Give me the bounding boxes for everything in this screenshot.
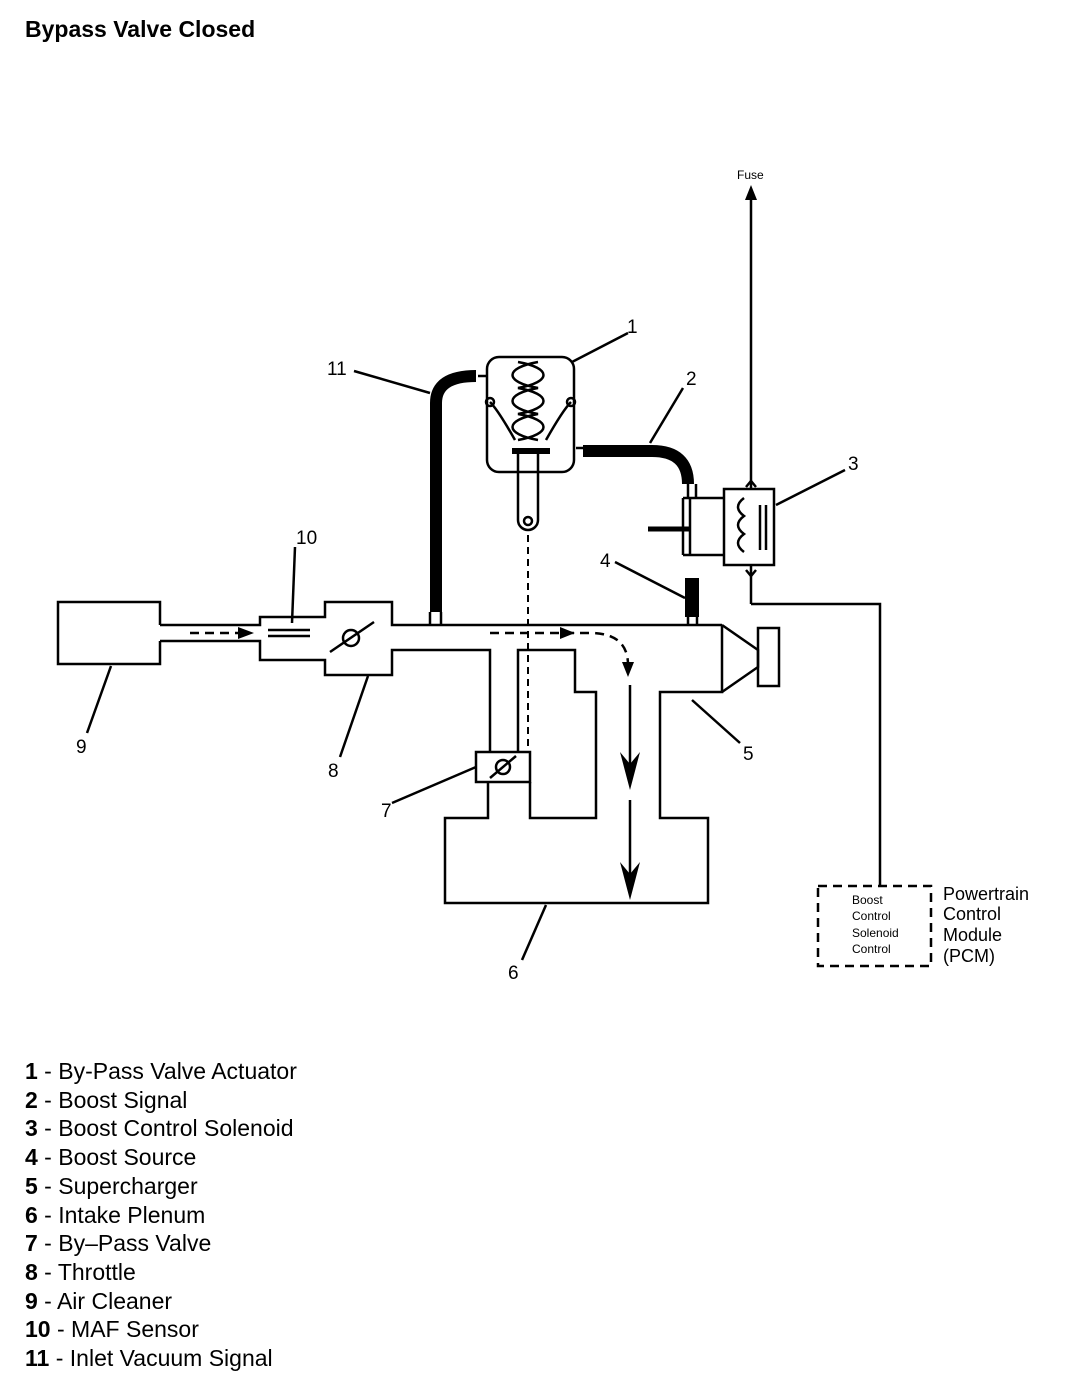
supercharger bbox=[443, 625, 724, 905]
legend-item: 3 - Boost Control Solenoid bbox=[25, 1115, 294, 1142]
supercharger-nose bbox=[721, 623, 760, 694]
pcm-label-line-4: (PCM) bbox=[943, 946, 995, 966]
legend-item: 4 - Boost Source bbox=[25, 1144, 197, 1171]
legend-item: 7 - By–Pass Valve bbox=[25, 1230, 212, 1257]
bypass-valve-disc bbox=[494, 758, 512, 776]
callout-7: 7 bbox=[381, 801, 392, 822]
pcm-box-line-2: Control bbox=[852, 909, 891, 923]
intake-duct-upper bbox=[160, 600, 722, 627]
fuse-label: Fuse bbox=[737, 168, 764, 182]
pcm-box-line-3: Solenoid bbox=[852, 926, 899, 940]
actuator-rod bbox=[516, 451, 540, 532]
supercharger-pulley bbox=[756, 626, 781, 688]
actuator-spring bbox=[517, 360, 545, 442]
intake-duct-lower bbox=[160, 639, 492, 752]
pcm-label-line-1: Powertrain bbox=[943, 884, 1029, 904]
air-cleaner bbox=[56, 600, 162, 666]
legend-item: 9 - Air Cleaner bbox=[25, 1287, 173, 1314]
callout-6: 6 bbox=[508, 963, 519, 984]
callout-1: 1 bbox=[627, 317, 638, 338]
page-title: Bypass Valve Closed bbox=[25, 16, 256, 42]
legend-item: 8 - Throttle bbox=[25, 1258, 136, 1285]
callout-5: 5 bbox=[743, 744, 754, 765]
legend-item: 10 - MAF Sensor bbox=[25, 1316, 199, 1343]
pcm-label-line-3: Module bbox=[943, 925, 1002, 945]
pcm-box-line-4: Control bbox=[852, 942, 891, 956]
callout-2: 2 bbox=[686, 369, 697, 390]
callout-3: 3 bbox=[848, 454, 859, 475]
bypass-valve-actuator bbox=[485, 355, 576, 474]
legend-item: 11 - Inlet Vacuum Signal bbox=[25, 1345, 273, 1372]
throttle-plate bbox=[341, 628, 361, 648]
bypass-channel bbox=[516, 648, 598, 820]
callout-8: 8 bbox=[328, 761, 339, 782]
boost-control-solenoid bbox=[722, 487, 776, 567]
inlet-vacuum-hose bbox=[430, 370, 477, 612]
legend-item: 6 - Intake Plenum bbox=[25, 1201, 206, 1228]
pcm-label-line-2: Control bbox=[943, 904, 1001, 924]
legend-item: 2 - Boost Signal bbox=[25, 1086, 188, 1113]
callout-9: 9 bbox=[76, 737, 87, 758]
bypass-valve-body bbox=[474, 750, 532, 784]
legend-item: 5 - Supercharger bbox=[25, 1172, 198, 1199]
legend-item: 1 - By-Pass Valve Actuator bbox=[25, 1058, 297, 1084]
callout-4: 4 bbox=[600, 551, 611, 572]
legend: 1 - By-Pass Valve Actuator 2 - Boost Sig… bbox=[25, 1057, 297, 1373]
fuse-arrow-icon bbox=[745, 185, 757, 200]
pcm-box-line-1: Boost bbox=[852, 893, 883, 907]
boost-signal-hose bbox=[583, 445, 694, 485]
pcm-wire bbox=[751, 602, 882, 886]
callout-10: 10 bbox=[296, 528, 317, 549]
pcm-box bbox=[816, 884, 933, 968]
airflow-arrow-bypass bbox=[490, 631, 630, 666]
callout-11: 11 bbox=[327, 359, 347, 380]
